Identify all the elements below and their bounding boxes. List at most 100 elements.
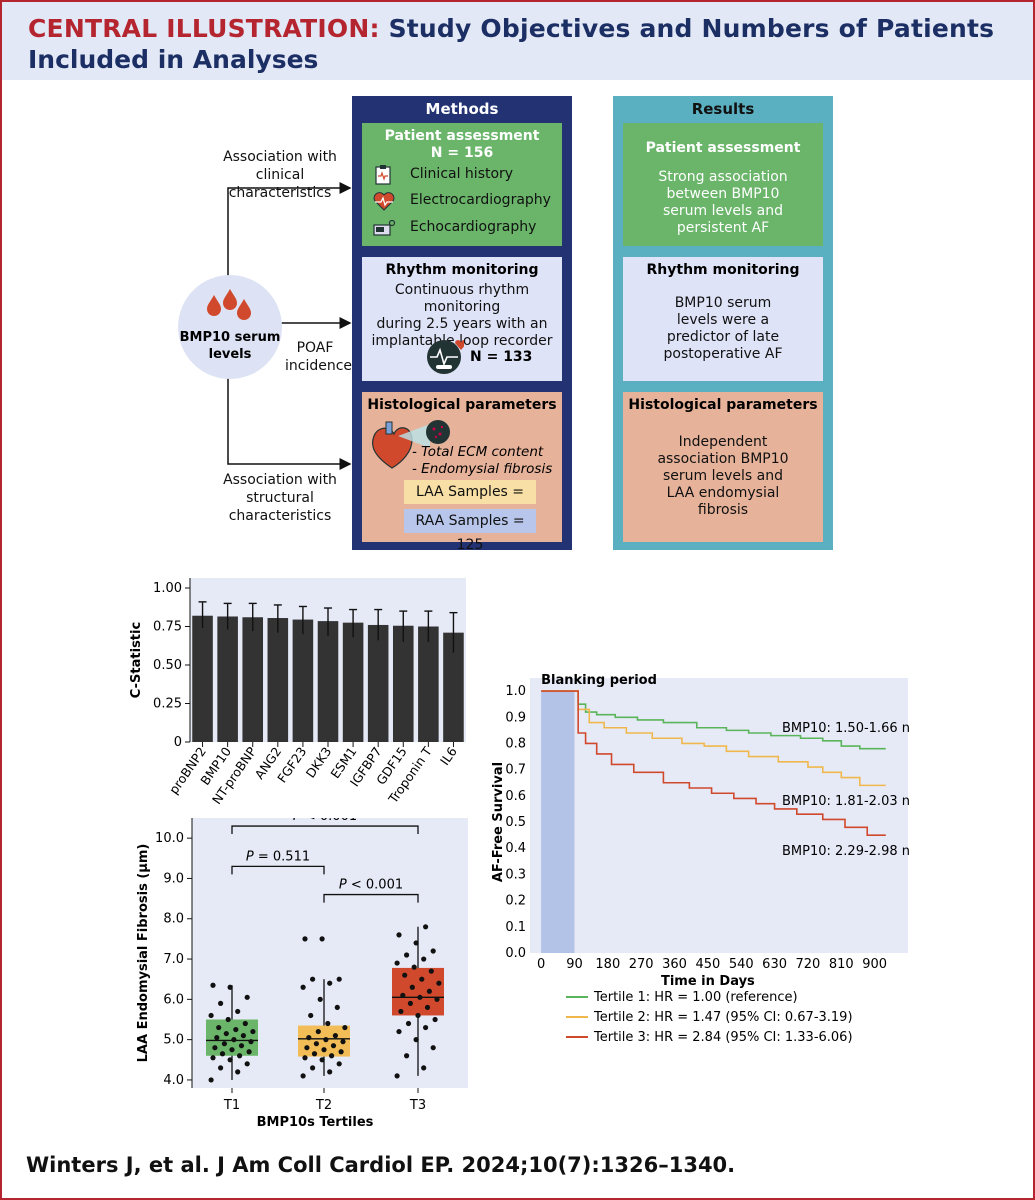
data-point — [421, 956, 427, 962]
data-point — [321, 1047, 327, 1053]
y-tick-label: 7.0 — [163, 952, 184, 967]
data-point — [235, 1008, 241, 1015]
bar — [392, 625, 414, 742]
bar — [317, 621, 339, 742]
bmp10-node: BMP10 serum levels — [178, 275, 282, 379]
results-histo-line-4: LAA endomysial — [666, 485, 780, 501]
results-column: Results Patient assessment Strong associ… — [613, 96, 833, 550]
data-point — [411, 964, 417, 970]
data-point — [325, 1020, 331, 1027]
y-tick-label: 0.9 — [505, 710, 526, 725]
comparison-bracket — [323, 893, 419, 903]
results-patient-line-1: Strong association — [658, 169, 788, 185]
methods-heading: Methods — [425, 100, 499, 118]
bar — [418, 626, 439, 742]
y-tick-label: 0.1 — [505, 920, 526, 935]
y-tick-label: 0.50 — [153, 658, 182, 673]
survival-curve — [541, 690, 886, 836]
heart-tissue-icon — [371, 420, 450, 469]
x-tick-label: 90 — [566, 957, 583, 972]
bar — [242, 617, 264, 742]
data-point — [304, 1045, 310, 1051]
heart-ecg-icon — [373, 192, 395, 211]
blood-drops-icon — [207, 289, 251, 320]
y-tick-label: 6.0 — [163, 992, 184, 1007]
curve-label: BMP10: 2.29-2.98 ng/mL — [782, 844, 910, 859]
bar — [292, 619, 314, 742]
clipboard-icon — [375, 165, 391, 185]
electrocardiography-text: Electrocardiography — [410, 192, 551, 208]
histo-item-fibrosis: - Endomysial fibrosis — [412, 461, 553, 477]
loop-recorder-icon — [427, 340, 464, 374]
x-tick-label: 270 — [629, 957, 654, 972]
p-value-label: P < 0.001 — [339, 878, 403, 893]
data-point — [313, 1041, 319, 1047]
y-tick-label: 0.5 — [505, 815, 526, 830]
data-point — [317, 996, 323, 1002]
data-point — [240, 1033, 246, 1039]
data-point — [398, 1008, 404, 1015]
x-tick-label: 720 — [796, 957, 821, 972]
comparison-bracket — [231, 825, 419, 835]
blanking-period-band — [541, 691, 575, 953]
bar — [443, 632, 464, 742]
data-point — [223, 1030, 229, 1037]
data-point — [329, 1053, 335, 1059]
data-point — [409, 984, 415, 990]
y-tick-label: 0.4 — [505, 841, 526, 856]
data-point — [413, 940, 419, 946]
data-point — [310, 1065, 316, 1071]
data-point — [214, 1035, 220, 1041]
y-axis-label: LAA Endomysial Fibrosis (µm) — [136, 844, 151, 1063]
data-point — [327, 1069, 333, 1075]
results-patient-line-4: persistent AF — [676, 220, 770, 236]
legend-text: Tertile 2: HR = 1.47 (95% CI: 0.67-3.19) — [593, 1010, 853, 1025]
methods-histo-title: Histological parameters — [367, 397, 557, 413]
data-point — [308, 1012, 314, 1019]
data-point — [302, 936, 308, 942]
y-tick-label: 5.0 — [163, 1033, 184, 1048]
histo-items: - Total ECM content - Endomysial fibrosi… — [412, 444, 552, 478]
data-point — [323, 1037, 329, 1043]
methods-rhythm-n: N = 133 — [470, 349, 533, 365]
histo-item-ecm: - Total ECM content — [412, 444, 544, 460]
label-poaf: POAF incidence — [285, 339, 352, 375]
y-tick-label: 1.00 — [153, 581, 182, 596]
label-structural-2: structural characteristics — [228, 490, 332, 524]
y-axis-label: C-Statistic — [129, 622, 144, 698]
data-point — [210, 1055, 216, 1061]
data-point — [302, 1055, 308, 1061]
arrow-bottom — [227, 370, 352, 470]
results-rhythm-title: Rhythm monitoring — [646, 262, 800, 278]
results-rhythm-line-1: BMP10 serum — [674, 295, 772, 311]
data-point — [216, 1024, 222, 1031]
blanking-period-label: Blanking period — [541, 673, 657, 688]
bar — [217, 616, 238, 742]
data-point — [219, 1051, 226, 1057]
methods-patient-n: N = 156 — [430, 145, 494, 161]
x-tick-label: 810 — [829, 957, 854, 972]
y-axis-label: AF-Free Survival — [491, 762, 506, 882]
x-tick-label: 360 — [662, 957, 687, 972]
y-tick-label: 0.7 — [505, 763, 526, 778]
data-point — [319, 936, 325, 942]
results-patient-box: Patient assessment Strong association be… — [623, 123, 823, 246]
data-point — [421, 1065, 427, 1071]
label-structural-1: Association with — [223, 472, 337, 488]
y-tick-label: 0.3 — [505, 867, 526, 882]
p-value-label: P < 0.001 — [293, 818, 357, 824]
data-point — [229, 1047, 235, 1053]
data-point — [244, 994, 250, 1000]
results-histo-box: Histological parameters Independent asso… — [623, 392, 823, 542]
results-rhythm-line-3: predictor of late — [666, 329, 780, 345]
x-tick-label: 450 — [695, 957, 720, 972]
y-tick-label: 1.0 — [505, 684, 526, 699]
data-point — [225, 1016, 231, 1023]
methods-column: Methods Patient assessment N = 156 Clini… — [352, 96, 572, 553]
flow-arrows — [227, 182, 352, 470]
rhythm-text-2: during 2.5 years with an — [376, 316, 548, 332]
data-point — [244, 1061, 250, 1067]
title-line-2: Included in Analyses — [28, 45, 319, 74]
data-point — [218, 1000, 224, 1006]
